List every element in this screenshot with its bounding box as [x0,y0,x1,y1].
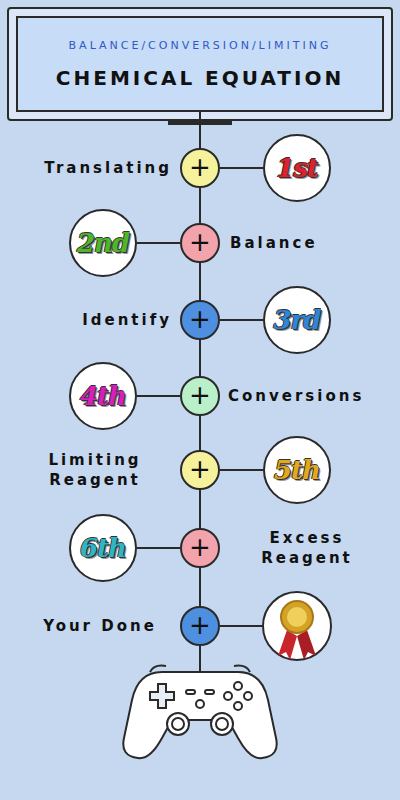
step-badge: 2nd [69,209,137,277]
step-badge: 3rd [263,286,331,354]
step-node: + [180,223,220,263]
step-badge: 6th [69,514,137,582]
connector-line [220,320,263,321]
step-number: 2nd [77,230,129,256]
connector-line [200,568,201,606]
step-node: + [180,606,220,646]
step-node: + [180,148,220,188]
step-node: + [180,376,220,416]
connector-line [137,243,180,244]
title-text: CHEMICAL EQUATION [56,66,344,90]
plus-sign: + [189,382,211,408]
connector-line [137,548,180,549]
connector-line [200,416,201,450]
step-label: Excess Reagent [232,528,382,569]
step-number: 5th [274,457,320,483]
ribbon-badge [263,592,331,660]
step-number: 3rd [274,307,321,333]
step-node: + [180,528,220,568]
step-badge: 5th [263,436,331,504]
step-badge: 4th [69,362,137,430]
step-label: Balance [230,233,390,253]
step-node: + [180,450,220,490]
ribbon-line [220,625,263,627]
plus-sign: + [189,154,211,180]
step-label: Your Done [40,616,160,636]
game-controller [123,666,276,759]
step-number: 1st [276,155,318,181]
step-number: 4th [80,383,126,409]
subtitle-text: BALANCE/CONVERSION/LIMITING [69,39,332,52]
plus-sign: + [189,229,211,255]
step-label: Identify [10,310,172,330]
connector-line [200,490,201,528]
connector-line [200,112,201,148]
step-label: Translating [10,158,172,178]
controller-line [199,646,201,672]
step-label: Limiting Reagent [20,450,170,491]
step-badge: 1st [263,134,331,202]
step-label: Conversions [228,386,394,406]
monitor-frame [8,8,392,120]
connector-line [220,470,263,471]
plus-sign: + [189,534,211,560]
plus-sign: + [189,612,211,638]
connector-line [200,263,201,300]
connector-line [200,340,201,376]
step-node: + [180,300,220,340]
title-screen: BALANCE/CONVERSION/LIMITING CHEMICAL EQUA… [16,16,384,112]
connector-line [220,168,263,169]
connector-line [200,188,201,223]
plus-sign: + [189,456,211,482]
plus-sign: + [189,306,211,332]
connector-line [137,396,180,397]
step-number: 6th [80,535,126,561]
